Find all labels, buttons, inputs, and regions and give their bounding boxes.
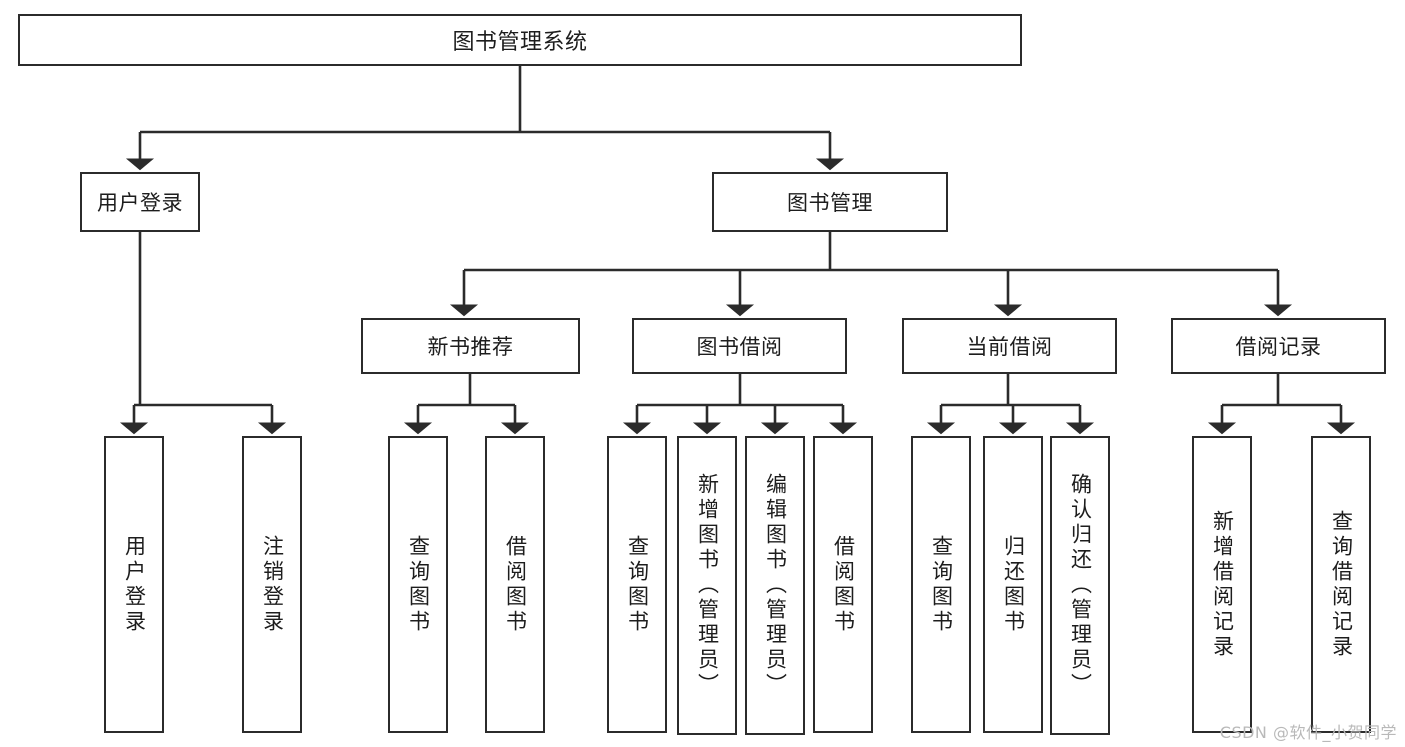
node-leaf-return-book[interactable]: 归还图书 <box>983 436 1043 733</box>
node-leaf-borrow-book-1-label: 借阅图书 <box>503 534 528 635</box>
node-leaf-edit-book-admin-label: 编辑图书（管理员） <box>763 473 788 698</box>
watermark: CSDN @软件_小贺同学 <box>1219 723 1397 742</box>
node-leaf-add-borrow-record-label: 新增借阅记录 <box>1210 509 1235 660</box>
node-root-label: 图书管理系统 <box>452 30 588 55</box>
node-leaf-query-book-2-label: 查询图书 <box>625 534 650 635</box>
node-leaf-borrow-book-2-label: 借阅图书 <box>831 534 856 635</box>
node-leaf-user-login[interactable]: 用户登录 <box>104 436 164 733</box>
node-leaf-return-book-label: 归还图书 <box>1001 534 1026 635</box>
node-leaf-logout[interactable]: 注销登录 <box>242 436 302 733</box>
node-leaf-edit-book-admin[interactable]: 编辑图书（管理员） <box>745 436 805 735</box>
node-leaf-confirm-return-admin-label: 确认归还（管理员） <box>1068 473 1093 698</box>
node-leaf-query-book-3[interactable]: 查询图书 <box>911 436 971 733</box>
node-leaf-confirm-return-admin[interactable]: 确认归还（管理员） <box>1050 436 1110 735</box>
node-leaf-borrow-book-2[interactable]: 借阅图书 <box>813 436 873 733</box>
node-book-borrow-label: 图书借阅 <box>696 335 783 359</box>
node-current-borrow[interactable]: 当前借阅 <box>902 318 1117 374</box>
node-leaf-borrow-book-1[interactable]: 借阅图书 <box>485 436 545 733</box>
node-root[interactable]: 图书管理系统 <box>18 14 1022 66</box>
node-leaf-query-borrow-record[interactable]: 查询借阅记录 <box>1311 436 1371 733</box>
node-borrow-record[interactable]: 借阅记录 <box>1171 318 1386 374</box>
node-current-borrow-label: 当前借阅 <box>966 335 1053 359</box>
node-borrow-record-label: 借阅记录 <box>1235 335 1322 359</box>
node-book-manage-label: 图书管理 <box>787 191 873 215</box>
node-leaf-query-borrow-record-label: 查询借阅记录 <box>1329 509 1354 660</box>
node-leaf-logout-label: 注销登录 <box>260 534 285 635</box>
node-leaf-user-login-label: 用户登录 <box>122 534 147 635</box>
node-leaf-add-borrow-record[interactable]: 新增借阅记录 <box>1192 436 1252 733</box>
node-new-book-recommend-label: 新书推荐 <box>427 335 514 359</box>
node-new-book-recommend[interactable]: 新书推荐 <box>361 318 580 374</box>
node-leaf-add-book-admin[interactable]: 新增图书（管理员） <box>677 436 737 735</box>
node-leaf-add-book-admin-label: 新增图书（管理员） <box>695 473 720 698</box>
node-leaf-query-book-3-label: 查询图书 <box>929 534 954 635</box>
node-user-login[interactable]: 用户登录 <box>80 172 200 232</box>
node-book-manage[interactable]: 图书管理 <box>712 172 948 232</box>
node-leaf-query-book-1[interactable]: 查询图书 <box>388 436 448 733</box>
node-leaf-query-book-1-label: 查询图书 <box>406 534 431 635</box>
node-book-borrow[interactable]: 图书借阅 <box>632 318 847 374</box>
node-user-login-label: 用户登录 <box>97 191 183 215</box>
node-leaf-query-book-2[interactable]: 查询图书 <box>607 436 667 733</box>
